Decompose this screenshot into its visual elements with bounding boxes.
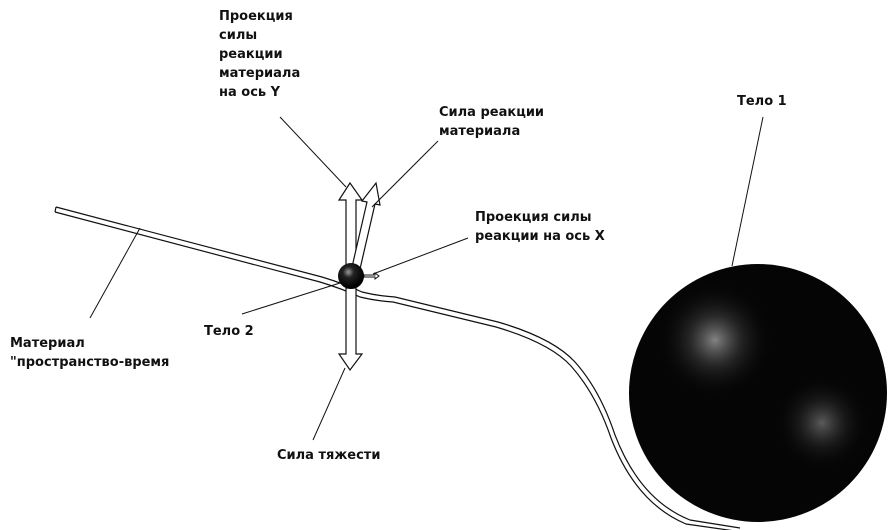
projection-y-label: Проекция силы реакции материала на ось Y [219,7,300,102]
leader-projection-y [279,116,347,188]
body-2-label-text: Тело 2 [204,324,254,339]
material-sheet-lower-edge [54,211,733,530]
leader-lines [89,116,764,441]
leader-projection-x [372,237,469,275]
x-projection-arrow [363,272,380,280]
gravity-arrow [337,287,364,372]
body-2-sphere [338,263,364,289]
leader-body-2 [241,282,341,315]
body-1-label: Тело 1 [737,92,787,111]
material-label-line: Материал [10,336,85,351]
reaction-force-label-line: материала [439,124,521,139]
body-1-label-text: Тело 1 [737,94,787,109]
leader-body-1 [731,116,764,267]
reaction-force-label: Сила реакции материала [439,103,544,141]
body-2-label: Тело 2 [204,322,254,341]
leader-material [89,227,141,319]
reaction-force-label-line: Сила реакции [439,105,545,120]
projection-x-label-line: реакции на ось X [475,229,605,244]
projection-x-label: Проекция силы реакции на ось X [475,208,605,246]
projection-x-label-line: Проекция силы [475,210,592,225]
projection-y-label-line: на ось Y [219,85,281,100]
gravity-label-text: Сила тяжести [277,448,381,463]
body-1-sphere [629,264,887,522]
gravity-label: Сила тяжести [277,446,380,465]
leader-gravity [312,367,346,441]
projection-y-label-line: реакции [219,47,283,62]
material-sheet-left-end [54,206,57,213]
projection-y-label-line: материала [219,66,301,81]
projection-y-label-line: силы [219,28,258,43]
material-label-line: "пространство-время [10,355,170,370]
material-label: Материал "пространство-время [10,334,169,372]
material-sheet-upper-edge [55,206,741,529]
leader-reaction-force [371,140,439,208]
projection-y-label-line: Проекция [219,9,293,24]
material-sheet [54,206,741,530]
